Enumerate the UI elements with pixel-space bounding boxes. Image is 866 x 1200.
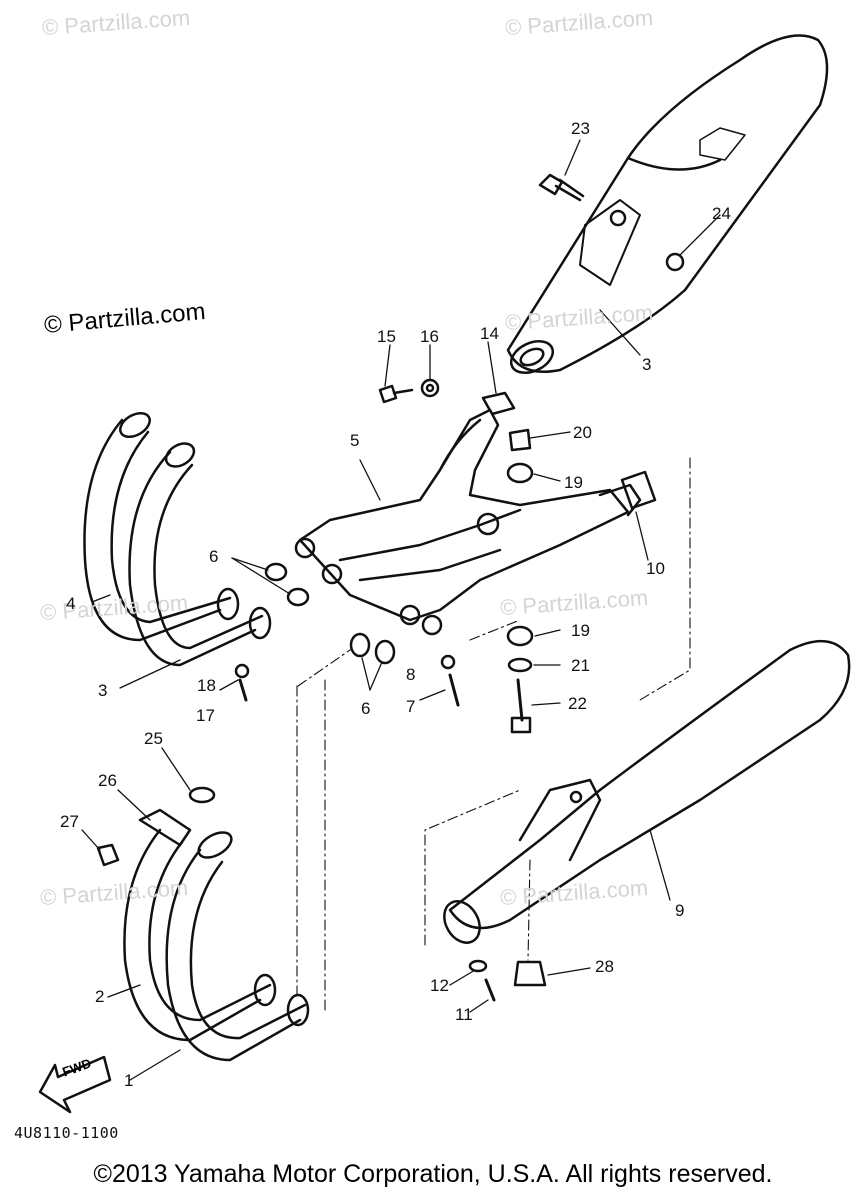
gasket-14 [481, 391, 516, 416]
diagram-code: 4U8110-1100 [14, 1124, 119, 1142]
muffler-upper [506, 34, 829, 374]
callout-18: 18 [197, 676, 216, 695]
callout-6a: 6 [209, 547, 219, 566]
gasket-6c [349, 632, 371, 658]
damper-28 [513, 960, 547, 987]
callout-25: 25 [144, 729, 163, 748]
damper-19-low [506, 625, 534, 647]
callout-19b: 19 [571, 621, 590, 640]
callout-5: 5 [350, 431, 360, 450]
callout-12: 12 [430, 976, 449, 995]
callout-7: 7 [406, 697, 416, 716]
gasket-6d [374, 639, 396, 665]
callout-16: 16 [420, 327, 439, 346]
nut-27 [96, 843, 120, 867]
callout-24: 24 [712, 204, 731, 223]
callout-4: 4 [66, 594, 76, 613]
callout-28: 28 [595, 957, 614, 976]
callout-3: 3 [642, 355, 652, 374]
bolt-22 [516, 678, 524, 722]
collector-5 [294, 408, 642, 636]
callout-19a: 19 [564, 473, 583, 492]
pipe-4-3 [83, 411, 272, 667]
callout-10: 10 [646, 559, 665, 578]
callout-8: 8 [406, 665, 416, 684]
callout-3b: 3 [98, 681, 108, 700]
gasket-6a [264, 562, 288, 582]
callout-9: 9 [675, 901, 685, 920]
nut-24 [665, 252, 685, 272]
collar-20 [508, 428, 532, 452]
callout-23: 23 [571, 119, 590, 138]
callout-14: 14 [480, 324, 499, 343]
copyright-notice: ©2013 Yamaha Motor Corporation, U.S.A. A… [93, 1160, 773, 1188]
callout-27: 27 [60, 812, 79, 831]
clamp-26 [138, 808, 192, 847]
callout-6b: 6 [361, 699, 371, 718]
bolt-23 [538, 173, 585, 202]
gasket-6b [286, 587, 310, 607]
muffler-lower [443, 639, 851, 944]
callout-15: 15 [377, 327, 396, 346]
damper-19-top [506, 462, 534, 484]
gasket-10 [620, 470, 657, 510]
callout-17: 17 [196, 706, 215, 725]
callout-22: 22 [568, 694, 587, 713]
callout-20: 20 [573, 423, 592, 442]
gasket-25 [188, 786, 216, 804]
callout-1: 1 [124, 1071, 134, 1090]
washer-16 [420, 378, 440, 398]
fwd-arrow-icon [38, 1055, 112, 1114]
callout-21: 21 [571, 656, 590, 675]
bolt-15 [378, 384, 398, 404]
washer-21 [507, 657, 533, 673]
pipe-2-1 [123, 828, 310, 1062]
callout-26: 26 [98, 771, 117, 790]
callout-2: 2 [95, 987, 105, 1006]
callout-11: 11 [455, 1005, 473, 1024]
